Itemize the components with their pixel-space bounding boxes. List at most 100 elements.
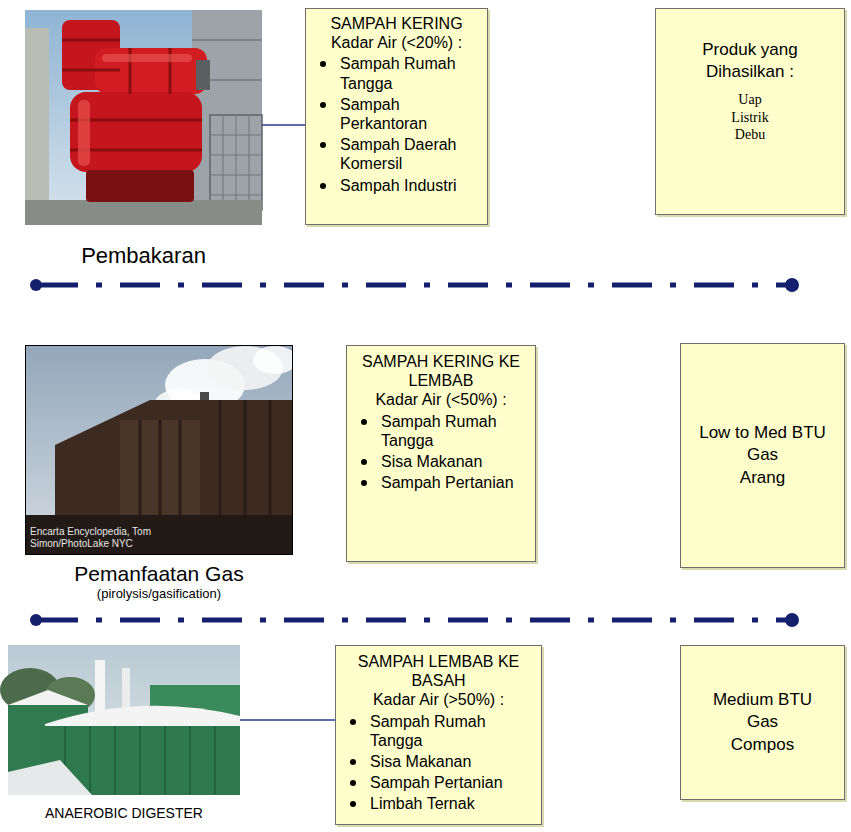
- text-row: Medium BTU Gas: [704, 689, 822, 733]
- text-row: Pemanfaatan Gas: [25, 561, 293, 586]
- photo-sky: [8, 645, 240, 795]
- photo-space: [8, 645, 240, 805]
- box-text: Debu: [676, 126, 824, 144]
- photo-caption: ANAEROBIC DIGESTER: [8, 805, 240, 822]
- text-row: Uap: [676, 91, 824, 109]
- list-item: Limbah Ternak: [370, 794, 533, 813]
- text-row: Sampah Daerah Komersil: [314, 135, 479, 173]
- text-row: Arang: [740, 467, 785, 489]
- product-box: Produk yang Dihasilkan : UapListrikDebu: [655, 8, 845, 215]
- list-item: Sampah Rumah Tangga: [381, 412, 527, 450]
- box-text: Listrik: [676, 109, 824, 127]
- list-item: Sampah Pertanian: [370, 773, 533, 792]
- machine-highlight: [102, 54, 192, 62]
- list-item: Sisa Makanan: [381, 452, 527, 471]
- photo-fence: [210, 115, 262, 210]
- text-row: SAMPAH KERING KE LEMBAB: [355, 352, 527, 390]
- product-box: Medium BTU GasCompos: [680, 645, 845, 800]
- dash-dot-line: [38, 618, 790, 623]
- product-box: Low to Med BTU GasArang: [680, 343, 845, 568]
- photo-caption: (pirolysis/gasification): [25, 586, 293, 603]
- photo-caption: Pembakaran: [25, 243, 262, 269]
- text-row: Kadar Air (<50%) :: [355, 390, 527, 409]
- text-row: Low to Med BTU Gas: [690, 422, 835, 466]
- photo-node: Pembakaran: [25, 10, 262, 269]
- text-row: Listrik: [676, 109, 824, 127]
- separator-dot: [30, 614, 42, 626]
- text-row: Kadar Air (<20%) :: [314, 33, 479, 52]
- list-item: Sampah Perkantoran: [340, 95, 479, 133]
- box-text: Kadar Air (>50%) :: [344, 690, 533, 709]
- photo-sky: [25, 10, 262, 225]
- connector-line: [262, 124, 305, 125]
- photo-node: Pemanfaatan Gas(pirolysis/gasification): [25, 345, 293, 603]
- incinerator-photo: [25, 10, 262, 225]
- text-row: Sisa Makanan: [355, 452, 527, 471]
- box-heading: SAMPAH LEMBAB KE BASAH: [344, 652, 533, 690]
- text-row: Compos: [731, 734, 794, 756]
- bullet-dot: [350, 719, 356, 725]
- bullet-dot: [320, 102, 326, 108]
- photo-space: [25, 10, 262, 243]
- text-row: SAMPAH LEMBAB KE BASAH: [344, 652, 533, 690]
- waste-box: SAMPAH LEMBAB KE BASAHKadar Air (>50%) :…: [335, 645, 542, 825]
- list-item: Sampah Rumah Tangga: [370, 712, 533, 750]
- text-row: (pirolysis/gasification): [25, 586, 293, 603]
- photo-tank-seam: [65, 722, 215, 795]
- box-text: Uap: [676, 91, 824, 109]
- list-item: Sampah Industri: [340, 176, 479, 195]
- bullet-dot: [320, 142, 326, 148]
- box-text: Kadar Air (<50%) :: [355, 390, 527, 409]
- text-row: Sampah Industri: [314, 176, 479, 195]
- box-text: Compos: [731, 734, 794, 756]
- text-row: Limbah Ternak: [344, 794, 533, 813]
- bullet-dot: [320, 61, 326, 67]
- box-heading: SAMPAH KERING: [314, 14, 479, 33]
- photo-foreground: [25, 515, 293, 555]
- photo-ground: [25, 200, 262, 225]
- photo-node: ANAEROBIC DIGESTER: [8, 645, 240, 822]
- text-row: Produk yang Dihasilkan :: [676, 39, 824, 87]
- text-row: Sampah Rumah Tangga: [314, 54, 479, 92]
- text-row: Debu: [676, 126, 824, 144]
- box-text: Low to Med BTU Gas: [690, 422, 835, 466]
- photo-fence-mesh: [210, 115, 262, 210]
- text-row: Pembakaran: [25, 243, 262, 269]
- text-row: Sampah Pertanian: [344, 773, 533, 792]
- text-row: Sisa Makanan: [344, 752, 533, 771]
- box-heading: Produk yang Dihasilkan :: [676, 39, 824, 83]
- bullet-dot: [350, 759, 356, 765]
- photo-building-line: [192, 39, 262, 41]
- box-text: Medium BTU Gas: [704, 689, 822, 733]
- photo-pillar: [25, 28, 49, 225]
- list-item: Sampah Pertanian: [381, 473, 527, 492]
- text-row: ANAEROBIC DIGESTER: [8, 805, 240, 822]
- photo-tank-roof: [8, 690, 88, 705]
- photo-credit: Encarta Encyclopedia, Tom Simon/PhotoLak…: [30, 526, 180, 550]
- photo-caption: Pemanfaatan Gas: [25, 561, 293, 586]
- bullet-dot: [350, 801, 356, 807]
- digester-photo: [0, 645, 240, 795]
- photo-building: [192, 10, 262, 225]
- machine-part: [70, 92, 202, 172]
- photo-chimney: [95, 660, 105, 715]
- dash-dot-line: [38, 283, 790, 288]
- list-item: Sisa Makanan: [370, 752, 533, 771]
- text-row: Sampah Perkantoran: [314, 95, 479, 133]
- waste-box: SAMPAH KERINGKadar Air (<20%) : Sampah Ru…: [305, 8, 488, 225]
- photo-sky: [25, 345, 293, 555]
- list-item: Sampah Rumah Tangga: [340, 54, 479, 92]
- photo-foreground-roof: [8, 760, 92, 795]
- text-row: Sampah Rumah Tangga: [344, 712, 533, 750]
- row-separator: [30, 278, 799, 292]
- photo-tank-roof: [45, 706, 240, 726]
- bullet-dot: [350, 780, 356, 786]
- photo-border: [26, 346, 293, 555]
- box-text: Arang: [740, 467, 785, 489]
- row-separator: [30, 613, 799, 627]
- gasification-photo: [25, 345, 297, 555]
- text-row: SAMPAH KERING: [314, 14, 479, 33]
- text-row: Kadar Air (>50%) :: [344, 690, 533, 709]
- bullet-dot: [320, 183, 326, 189]
